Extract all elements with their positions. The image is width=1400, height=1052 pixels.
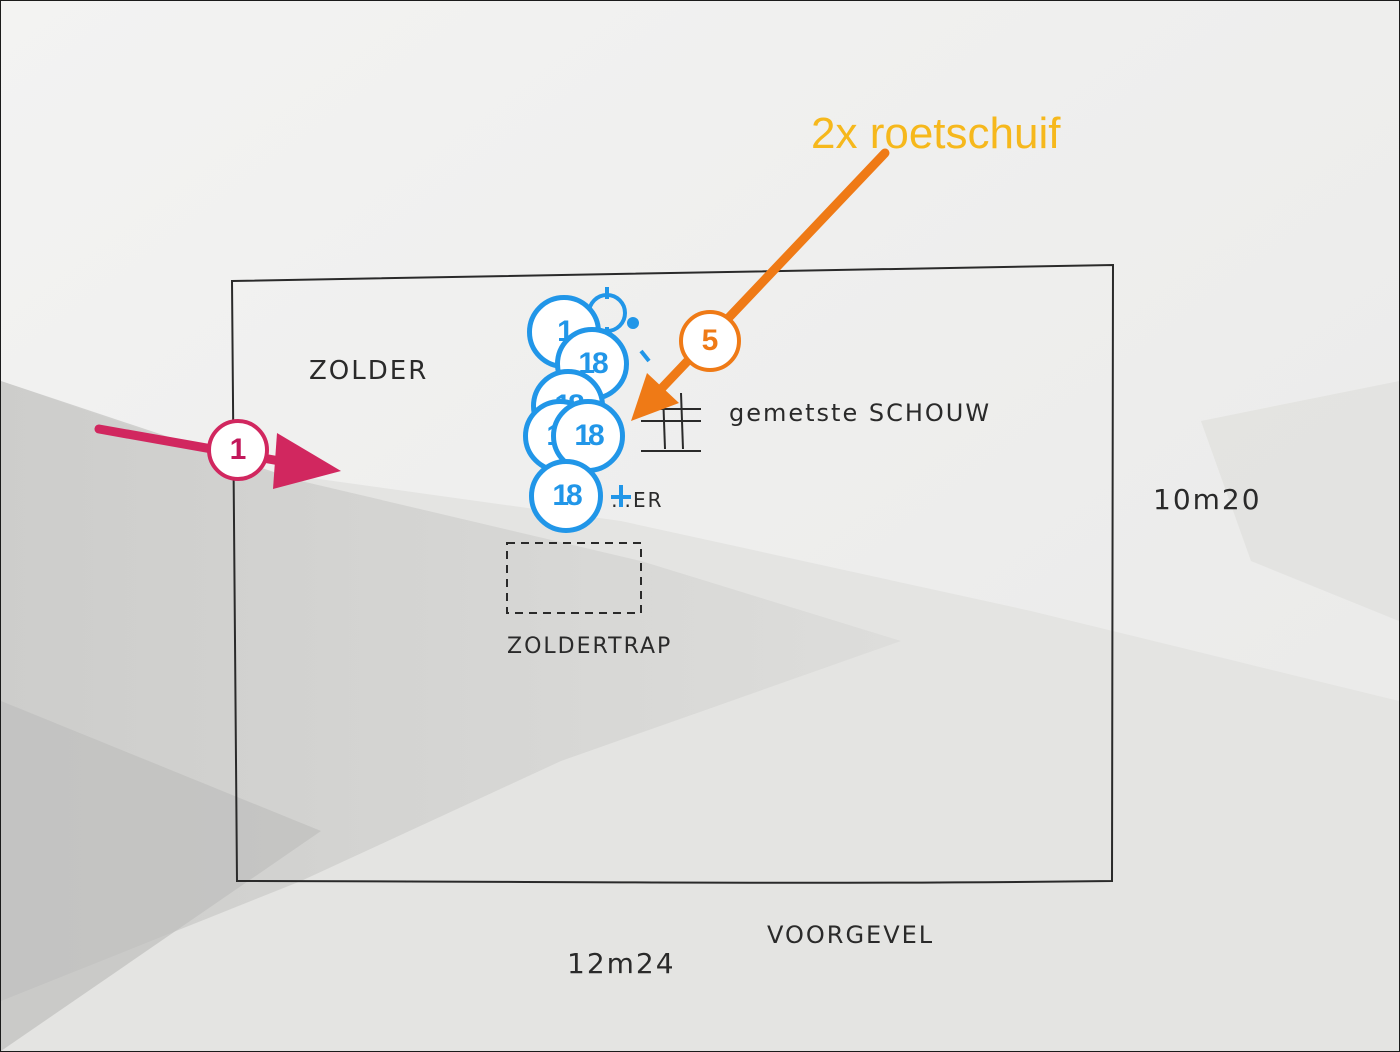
marker-badge-5[interactable]: 5 (679, 310, 741, 372)
annotation-text: 2x roetschuif (811, 109, 1061, 158)
marker-badge-1[interactable]: 1 (207, 419, 269, 481)
chimney-symbol (641, 392, 701, 452)
width-label: 12m24 (567, 947, 676, 980)
area-label: …ER (611, 488, 664, 512)
facade-label: VOORGEVEL (767, 921, 934, 949)
depth-label: 10m20 (1153, 483, 1262, 516)
chimney-label: gemetste SCHOUW (729, 399, 991, 427)
blue-marker[interactable]: 18 (529, 459, 603, 533)
floorplan-outline (230, 263, 1115, 884)
room-label: ZOLDER (309, 356, 428, 386)
hatch-label: ZOLDERTRAP (507, 634, 672, 659)
hatch-outline (506, 542, 642, 614)
